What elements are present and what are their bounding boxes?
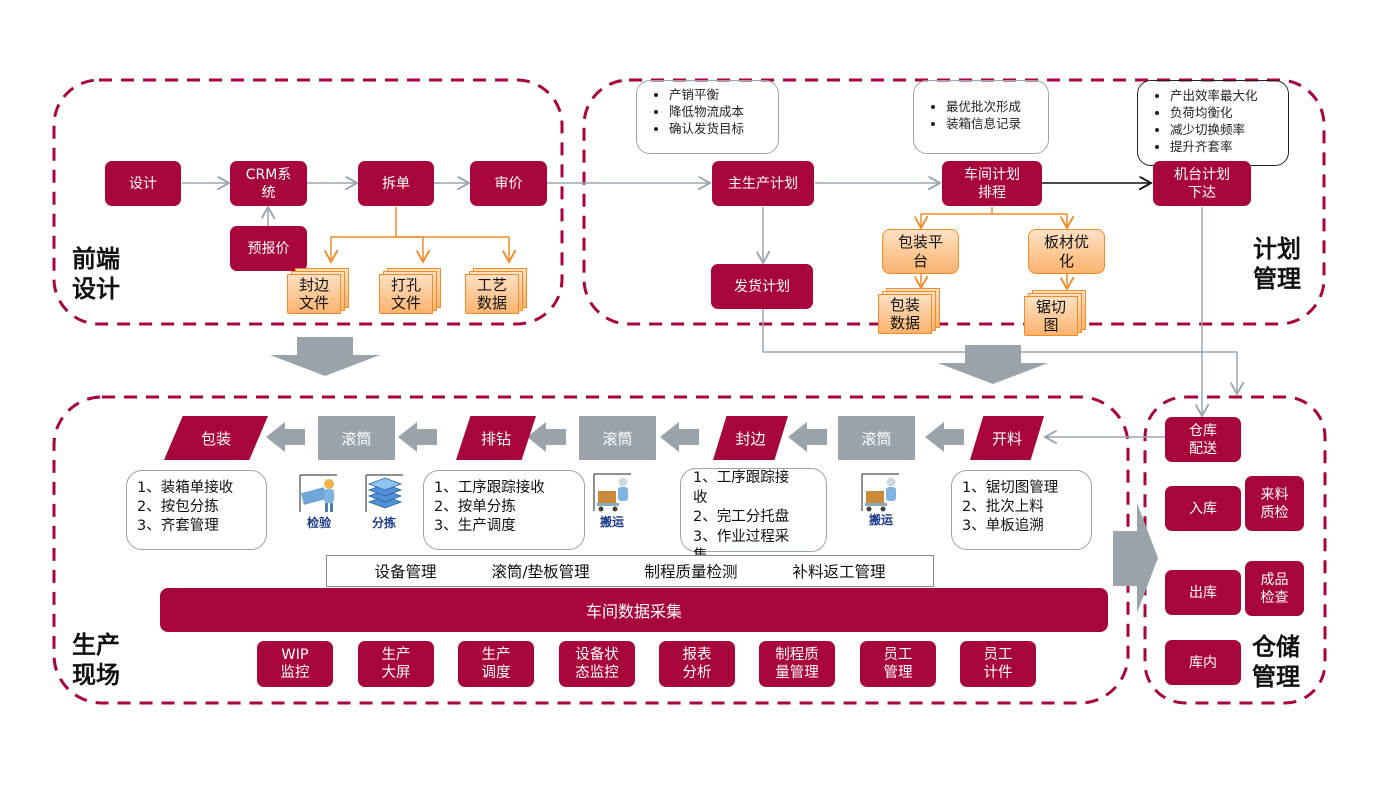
note-machine-plan: 产出效率最大化 负荷均衡化 减少切换频率 提升齐套率 — [1137, 80, 1289, 166]
note-item: 提升齐套率 — [1170, 138, 1280, 155]
node-in-stock[interactable]: 库内 — [1165, 640, 1241, 685]
down-arrow-plan — [938, 345, 1048, 384]
right-arrow-warehouse — [1113, 503, 1158, 613]
node-packing-platform[interactable]: 包装平 台 — [882, 229, 959, 274]
stage-conveyor-1[interactable]: 滚筒 — [318, 416, 395, 460]
feature-rework-mgmt[interactable]: 补料返工管理 — [792, 563, 886, 581]
icon-label: 搬运 — [599, 515, 624, 529]
note-item: 产出效率最大化 — [1170, 87, 1280, 104]
doc-label: 锯切 图 — [1035, 298, 1066, 334]
feature-conveyor-pallet-mgmt[interactable]: 滚筒/垫板管理 — [491, 563, 590, 581]
note-item: 负荷均衡化 — [1170, 104, 1280, 121]
feature-process-quality-check[interactable]: 制程质量检测 — [644, 563, 738, 581]
zone-label-plan-mgmt: 计划 管理 — [1253, 235, 1301, 293]
doc-label: 封边 文件 — [298, 276, 329, 312]
module-report-analysis[interactable]: 报表 分析 — [659, 641, 735, 687]
zone-label-warehouse: 仓储 管理 — [1252, 633, 1300, 691]
details-edge-banding: 1、工序跟踪接 收 2、完工分托盘 3、作业过程采 集 — [680, 468, 827, 564]
doc-label: 打孔 文件 — [390, 276, 421, 312]
note-item: 减少切换频率 — [1170, 121, 1280, 138]
module-equipment-status[interactable]: 设备状 态监控 — [559, 641, 635, 687]
module-production-dispatch[interactable]: 生产 调度 — [458, 641, 534, 687]
stage-label: 包装 — [200, 429, 231, 448]
node-workshop-schedule[interactable]: 车间计划 排程 — [942, 161, 1042, 206]
node-prequote[interactable]: 预报价 — [230, 226, 307, 271]
note-master-plan: 产销平衡 降低物流成本 确认发货目标 — [636, 80, 779, 154]
note-item: 产销平衡 — [669, 86, 770, 103]
node-shipping-plan[interactable]: 发货计划 — [711, 264, 813, 309]
stage-conveyor-2[interactable]: 滚筒 — [579, 416, 656, 460]
stage-edge-banding[interactable]: 封边 — [713, 416, 788, 460]
stage-label: 封边 — [735, 429, 766, 448]
doc-label: 工艺 数据 — [476, 276, 507, 312]
stage-label: 开料 — [991, 429, 1022, 448]
node-crm-system[interactable]: CRM系 统 — [230, 161, 307, 206]
stage-cutting[interactable]: 开料 — [970, 416, 1044, 460]
node-incoming-qc[interactable]: 来料 质检 — [1245, 476, 1304, 531]
note-workshop-plan: 最优批次形成 装箱信息记录 — [913, 80, 1049, 154]
module-staff-piecework[interactable]: 员工 计件 — [960, 641, 1036, 687]
module-production-screen[interactable]: 生产 大屏 — [358, 641, 434, 687]
note-item: 最优批次形成 — [946, 98, 1040, 115]
node-master-production-plan[interactable]: 主生产计划 — [712, 161, 814, 206]
feature-equipment-mgmt[interactable]: 设备管理 — [374, 563, 437, 581]
doc-process-data[interactable]: 工艺 数据 — [465, 268, 527, 314]
down-arrow-front — [270, 337, 380, 376]
node-design[interactable]: 设计 — [105, 161, 181, 206]
details-cutting: 1、锯切图管理 2、批次上料 3、单板追溯 — [951, 470, 1092, 550]
stage-packing[interactable]: 包装 — [164, 416, 268, 460]
doc-saw-chart[interactable]: 锯切 图 — [1024, 290, 1086, 336]
inspection-icon — [299, 474, 337, 512]
zone-label-production: 生产 现场 — [72, 631, 120, 689]
note-item: 确认发货目标 — [669, 120, 770, 137]
icon-label: 检验 — [306, 516, 331, 530]
module-wip-monitor[interactable]: WIP 监控 — [257, 641, 333, 687]
transport-icon — [593, 473, 631, 512]
node-board-optimization[interactable]: 板材优 化 — [1028, 229, 1105, 274]
note-item: 降低物流成本 — [669, 103, 770, 120]
doc-edge-file[interactable]: 封边 文件 — [287, 268, 349, 314]
feature-bar: 设备管理 滚筒/垫板管理 制程质量检测 补料返工管理 — [326, 555, 934, 587]
doc-label: 包装 数据 — [889, 296, 920, 332]
details-packing: 1、装箱单接收 2、按包分拣 3、齐套管理 — [126, 470, 267, 550]
icon-label: 分拣 — [371, 516, 396, 530]
doc-drill-file[interactable]: 打孔 文件 — [379, 268, 441, 314]
stage-conveyor-3[interactable]: 滚筒 — [838, 416, 915, 460]
stage-label: 排钻 — [480, 429, 511, 448]
node-machine-plan-dispatch[interactable]: 机台计划 下达 — [1153, 161, 1251, 206]
transport-icon — [861, 473, 899, 512]
doc-packing-data[interactable]: 包装 数据 — [878, 288, 940, 334]
node-inbound[interactable]: 入库 — [1165, 486, 1241, 531]
details-drilling: 1、工序跟踪接收 2、按单分拣 3、生产调度 — [423, 470, 585, 550]
node-outbound[interactable]: 出库 — [1165, 570, 1241, 615]
module-staff-mgmt[interactable]: 员工 管理 — [860, 641, 936, 687]
module-quality-mgmt[interactable]: 制程质 量管理 — [759, 641, 835, 687]
sorting-icon — [365, 474, 403, 512]
icon-label: 搬运 — [868, 513, 893, 527]
node-product-qc[interactable]: 成品 检查 — [1245, 561, 1304, 616]
stage-drilling[interactable]: 排钻 — [456, 416, 536, 460]
workshop-data-collection[interactable]: 车间数据采集 — [160, 588, 1108, 632]
node-split-order[interactable]: 拆单 — [358, 161, 434, 206]
node-warehouse-distribution[interactable]: 仓库 配送 — [1165, 417, 1241, 462]
node-price-review[interactable]: 审价 — [470, 161, 547, 206]
note-item: 装箱信息记录 — [946, 115, 1040, 132]
zone-label-front-design: 前端 设计 — [72, 245, 120, 303]
